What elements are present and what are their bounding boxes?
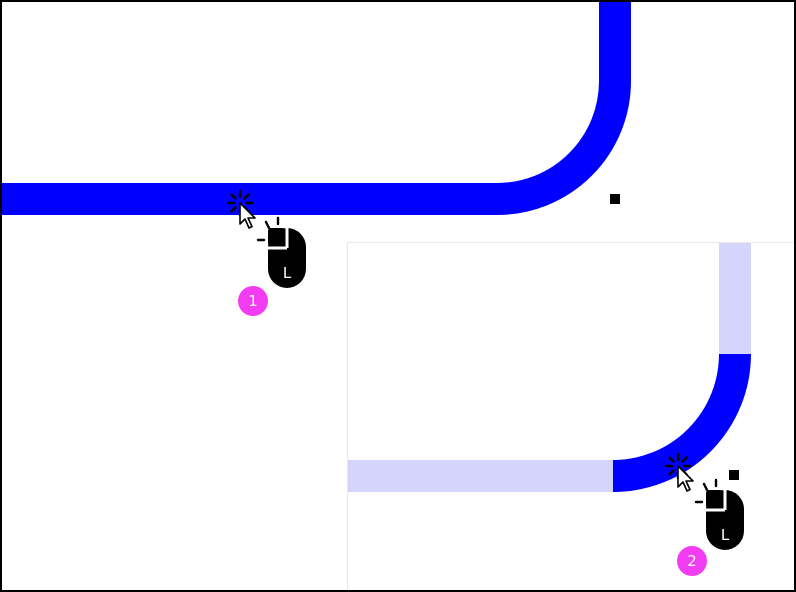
mouse-left-click-icon-1: L [256,216,306,288]
step-badge-2: 2 [677,546,707,576]
arrow-pointer-icon [677,465,694,492]
inset-connector-scene: L [348,243,751,550]
step-badge-1: 1 [238,286,268,316]
click-cursor-2 [664,452,694,492]
resize-handle-2[interactable] [729,470,739,480]
inset-detail-panel: L [347,242,794,590]
step-number-2: 2 [687,552,697,570]
step-number-1: 1 [248,292,258,310]
mouse-button-label-2: L [721,526,730,544]
mouse-left-click-icon-2: L [694,478,744,550]
click-cursor-1 [226,189,256,229]
mouse-button-label-1: L [283,264,292,282]
arrow-pointer-icon [239,202,256,229]
connector-segment-curve[interactable] [612,353,751,492]
connector-path-full[interactable] [2,2,631,215]
resize-handle-1[interactable] [610,194,620,204]
